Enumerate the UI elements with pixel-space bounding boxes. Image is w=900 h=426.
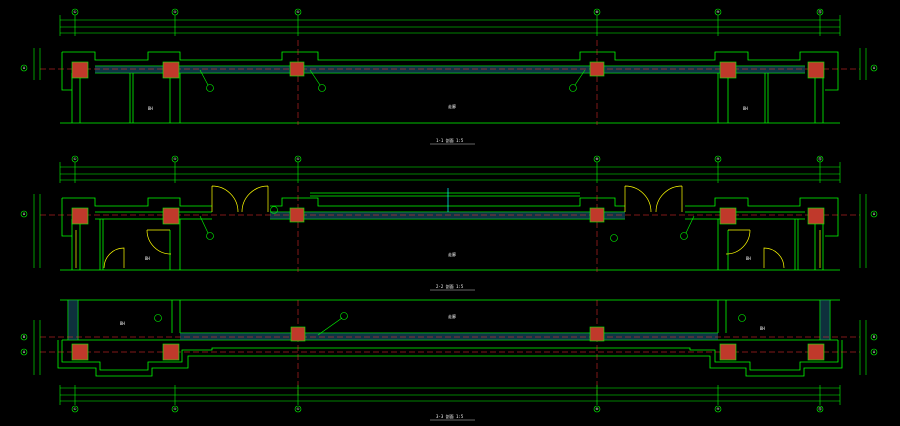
plan-3-wall-hatch bbox=[180, 333, 718, 340]
plan-3-callouts bbox=[154, 312, 746, 336]
plan-3-caption: 3-3 剖面 1:5 bbox=[436, 413, 464, 419]
grid-bubble-label: ⑧ bbox=[595, 157, 599, 161]
plan-2-caption: 2-2 剖面 1:5 bbox=[436, 283, 464, 289]
room-label: BH bbox=[120, 321, 125, 326]
grid-bubble-label: ⑨ bbox=[716, 407, 720, 411]
plan-3-side-dimensions bbox=[20, 320, 878, 375]
room-label: 走廊 bbox=[448, 103, 456, 109]
plan-2-top-dimensions bbox=[59, 162, 841, 183]
plan-1-columns bbox=[71, 61, 825, 79]
row-bubble-label: A bbox=[23, 350, 26, 354]
plan-3-grid-bubbles: ① ④ ⑤ ⑧ ⑨ ⑫ bbox=[71, 405, 824, 413]
grid-bubble-label: ⑧ bbox=[595, 10, 599, 14]
room-label: BH bbox=[746, 256, 751, 261]
grid-bubble-label: ⑤ bbox=[296, 407, 300, 411]
room-label: BH bbox=[760, 326, 765, 331]
row-bubble-label: A bbox=[873, 350, 876, 354]
row-bubble-label: B bbox=[873, 335, 875, 339]
plan-2-wall-hatch bbox=[270, 212, 625, 219]
row-bubble-label: A bbox=[873, 66, 876, 70]
grid-bubble-label: ⑤ bbox=[296, 157, 300, 161]
grid-bubble-label: ① bbox=[73, 10, 77, 14]
room-label: 走廊 bbox=[448, 251, 456, 257]
grid-bubble-label: ⑫ bbox=[818, 9, 822, 14]
plan-2-grid-bubbles: ① ④ ⑤ ⑧ ⑨ ⑫ bbox=[71, 155, 824, 163]
grid-bubble-label: ⑫ bbox=[818, 156, 822, 161]
plan-1-top-dimensions bbox=[59, 15, 841, 36]
grid-bubble-label: ⑨ bbox=[716, 157, 720, 161]
grid-bubble-label: ④ bbox=[173, 157, 177, 161]
plan-3-wall-hatch-right bbox=[820, 300, 830, 340]
room-label: BH bbox=[145, 256, 150, 261]
plan-1[interactable]: ① ④ ⑤ ⑧ ⑨ ⑫ bbox=[20, 8, 878, 145]
plan-1-callouts bbox=[199, 69, 586, 92]
grid-bubble-label: ⑧ bbox=[595, 407, 599, 411]
plan-1-wall-hatch bbox=[95, 66, 805, 73]
grid-bubble-label: ④ bbox=[173, 10, 177, 14]
row-bubble-label: B bbox=[23, 335, 25, 339]
plan-2[interactable]: ① ④ ⑤ ⑧ ⑨ ⑫ bbox=[20, 155, 878, 291]
plan-2-columns bbox=[71, 207, 825, 225]
room-label: BH bbox=[743, 106, 748, 111]
plan-1-side-dimensions bbox=[20, 48, 878, 80]
plan-2-callouts bbox=[199, 206, 695, 242]
plan-1-grid-bubbles: ① ④ ⑤ ⑧ ⑨ ⑫ bbox=[71, 8, 824, 16]
grid-bubble-label: ① bbox=[73, 407, 77, 411]
plan-3-bottom-dimensions bbox=[59, 385, 841, 405]
row-bubble-label: A bbox=[23, 66, 26, 70]
plan-3-wall-hatch-left bbox=[68, 300, 78, 340]
grid-bubble-label: ① bbox=[73, 157, 77, 161]
grid-bubble-label: ⑤ bbox=[296, 10, 300, 14]
plan-2-doors bbox=[75, 185, 821, 269]
room-label: BH bbox=[148, 106, 153, 111]
grid-bubble-label: ⑨ bbox=[716, 10, 720, 14]
room-label: 走廊 bbox=[448, 313, 456, 319]
plan-3[interactable]: ① ④ ⑤ ⑧ ⑨ ⑫ B A B A BH 走廊 BH 3-3 剖面 1:5 bbox=[20, 299, 878, 421]
grid-bubble-label: ④ bbox=[173, 407, 177, 411]
row-bubble-label: A bbox=[23, 212, 26, 216]
plan-1-caption: 1-1 剖面 1:5 bbox=[436, 137, 464, 143]
row-bubble-label: A bbox=[873, 212, 876, 216]
plan-3-columns bbox=[71, 326, 825, 361]
plan-2-side-dimensions bbox=[20, 194, 878, 268]
grid-bubble-label: ⑫ bbox=[818, 406, 822, 411]
